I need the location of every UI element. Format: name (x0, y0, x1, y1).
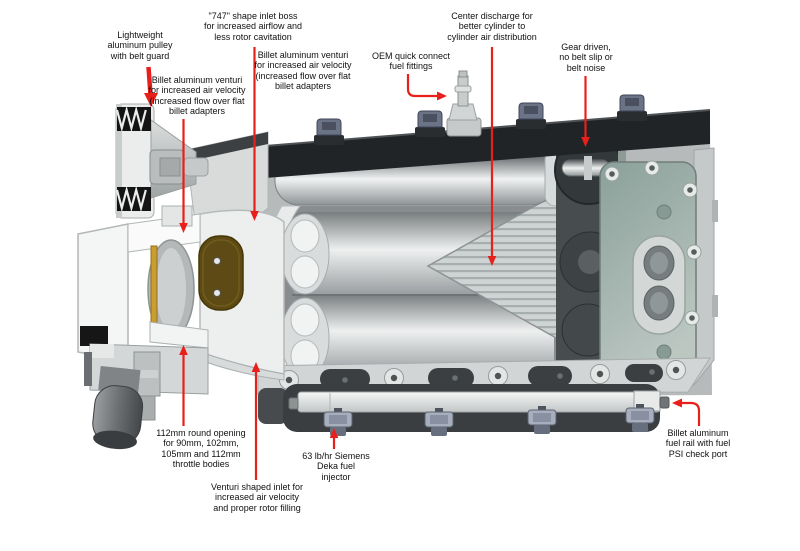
rotor-nose-bottom (280, 297, 330, 379)
coil-connectors (314, 94, 647, 145)
pulley-assembly (115, 103, 209, 219)
bronze-component (198, 235, 244, 311)
arrow-throttle-opening (179, 345, 188, 426)
coil-connector (617, 94, 647, 121)
arrow-venturi-inlet (251, 362, 261, 480)
label-injector: 63 lb/hr Siemens Deka fuel injector (302, 451, 370, 482)
label-pulley: Lightweight aluminum pulley with belt gu… (107, 30, 173, 61)
throttle-body (92, 365, 144, 450)
flange-lugs (279, 360, 686, 390)
rear-cover-plate (599, 147, 718, 392)
psi-check-port (659, 396, 670, 409)
venturi-inlet-cutaway (77, 205, 285, 421)
label-throttle-opening: 112mm round opening for 90mm, 102mm, 105… (156, 428, 246, 470)
rotor-nose-top (280, 213, 330, 295)
fuel-injector (424, 408, 454, 436)
label-inlet-boss-747: "747" shape inlet boss for increased air… (203, 11, 303, 42)
fuel-injector (625, 404, 655, 432)
label-venturi-inlet: Venturi shaped inlet for increased air v… (210, 482, 304, 513)
coil-connector (314, 118, 344, 145)
label-venturi-left: Billet aluminum venturi for increased ai… (148, 75, 246, 117)
label-fuel-rail: Billet aluminum fuel rail with fuel PSI … (665, 428, 731, 459)
label-oem-fittings: OEM quick connect fuel fittings (371, 51, 451, 72)
fuel-fitting (446, 70, 482, 137)
arrow-injector (329, 428, 339, 449)
brass-strip (150, 245, 158, 331)
label-gear-driven: Gear driven, no belt slip or belt noise (559, 42, 613, 73)
fuel-injector (527, 406, 557, 434)
annotation-arrows (144, 47, 701, 480)
arrow-gear-driven (581, 76, 590, 147)
arrow-center-discharge (487, 47, 497, 266)
coil-connector (415, 110, 445, 137)
arrow-venturi-left (179, 119, 188, 233)
arrow-fuel-rail (672, 398, 701, 426)
arrow-pulley (144, 66, 158, 107)
coil-connector (516, 102, 546, 129)
arrow-oem-fittings (406, 74, 447, 101)
fuel-rail (288, 390, 670, 413)
label-center-discharge: Center discharge for better cylinder to … (447, 11, 537, 42)
label-venturi-right: Billet aluminum venturi for increased ai… (254, 50, 352, 92)
arrow-inlet-boss (250, 47, 259, 221)
